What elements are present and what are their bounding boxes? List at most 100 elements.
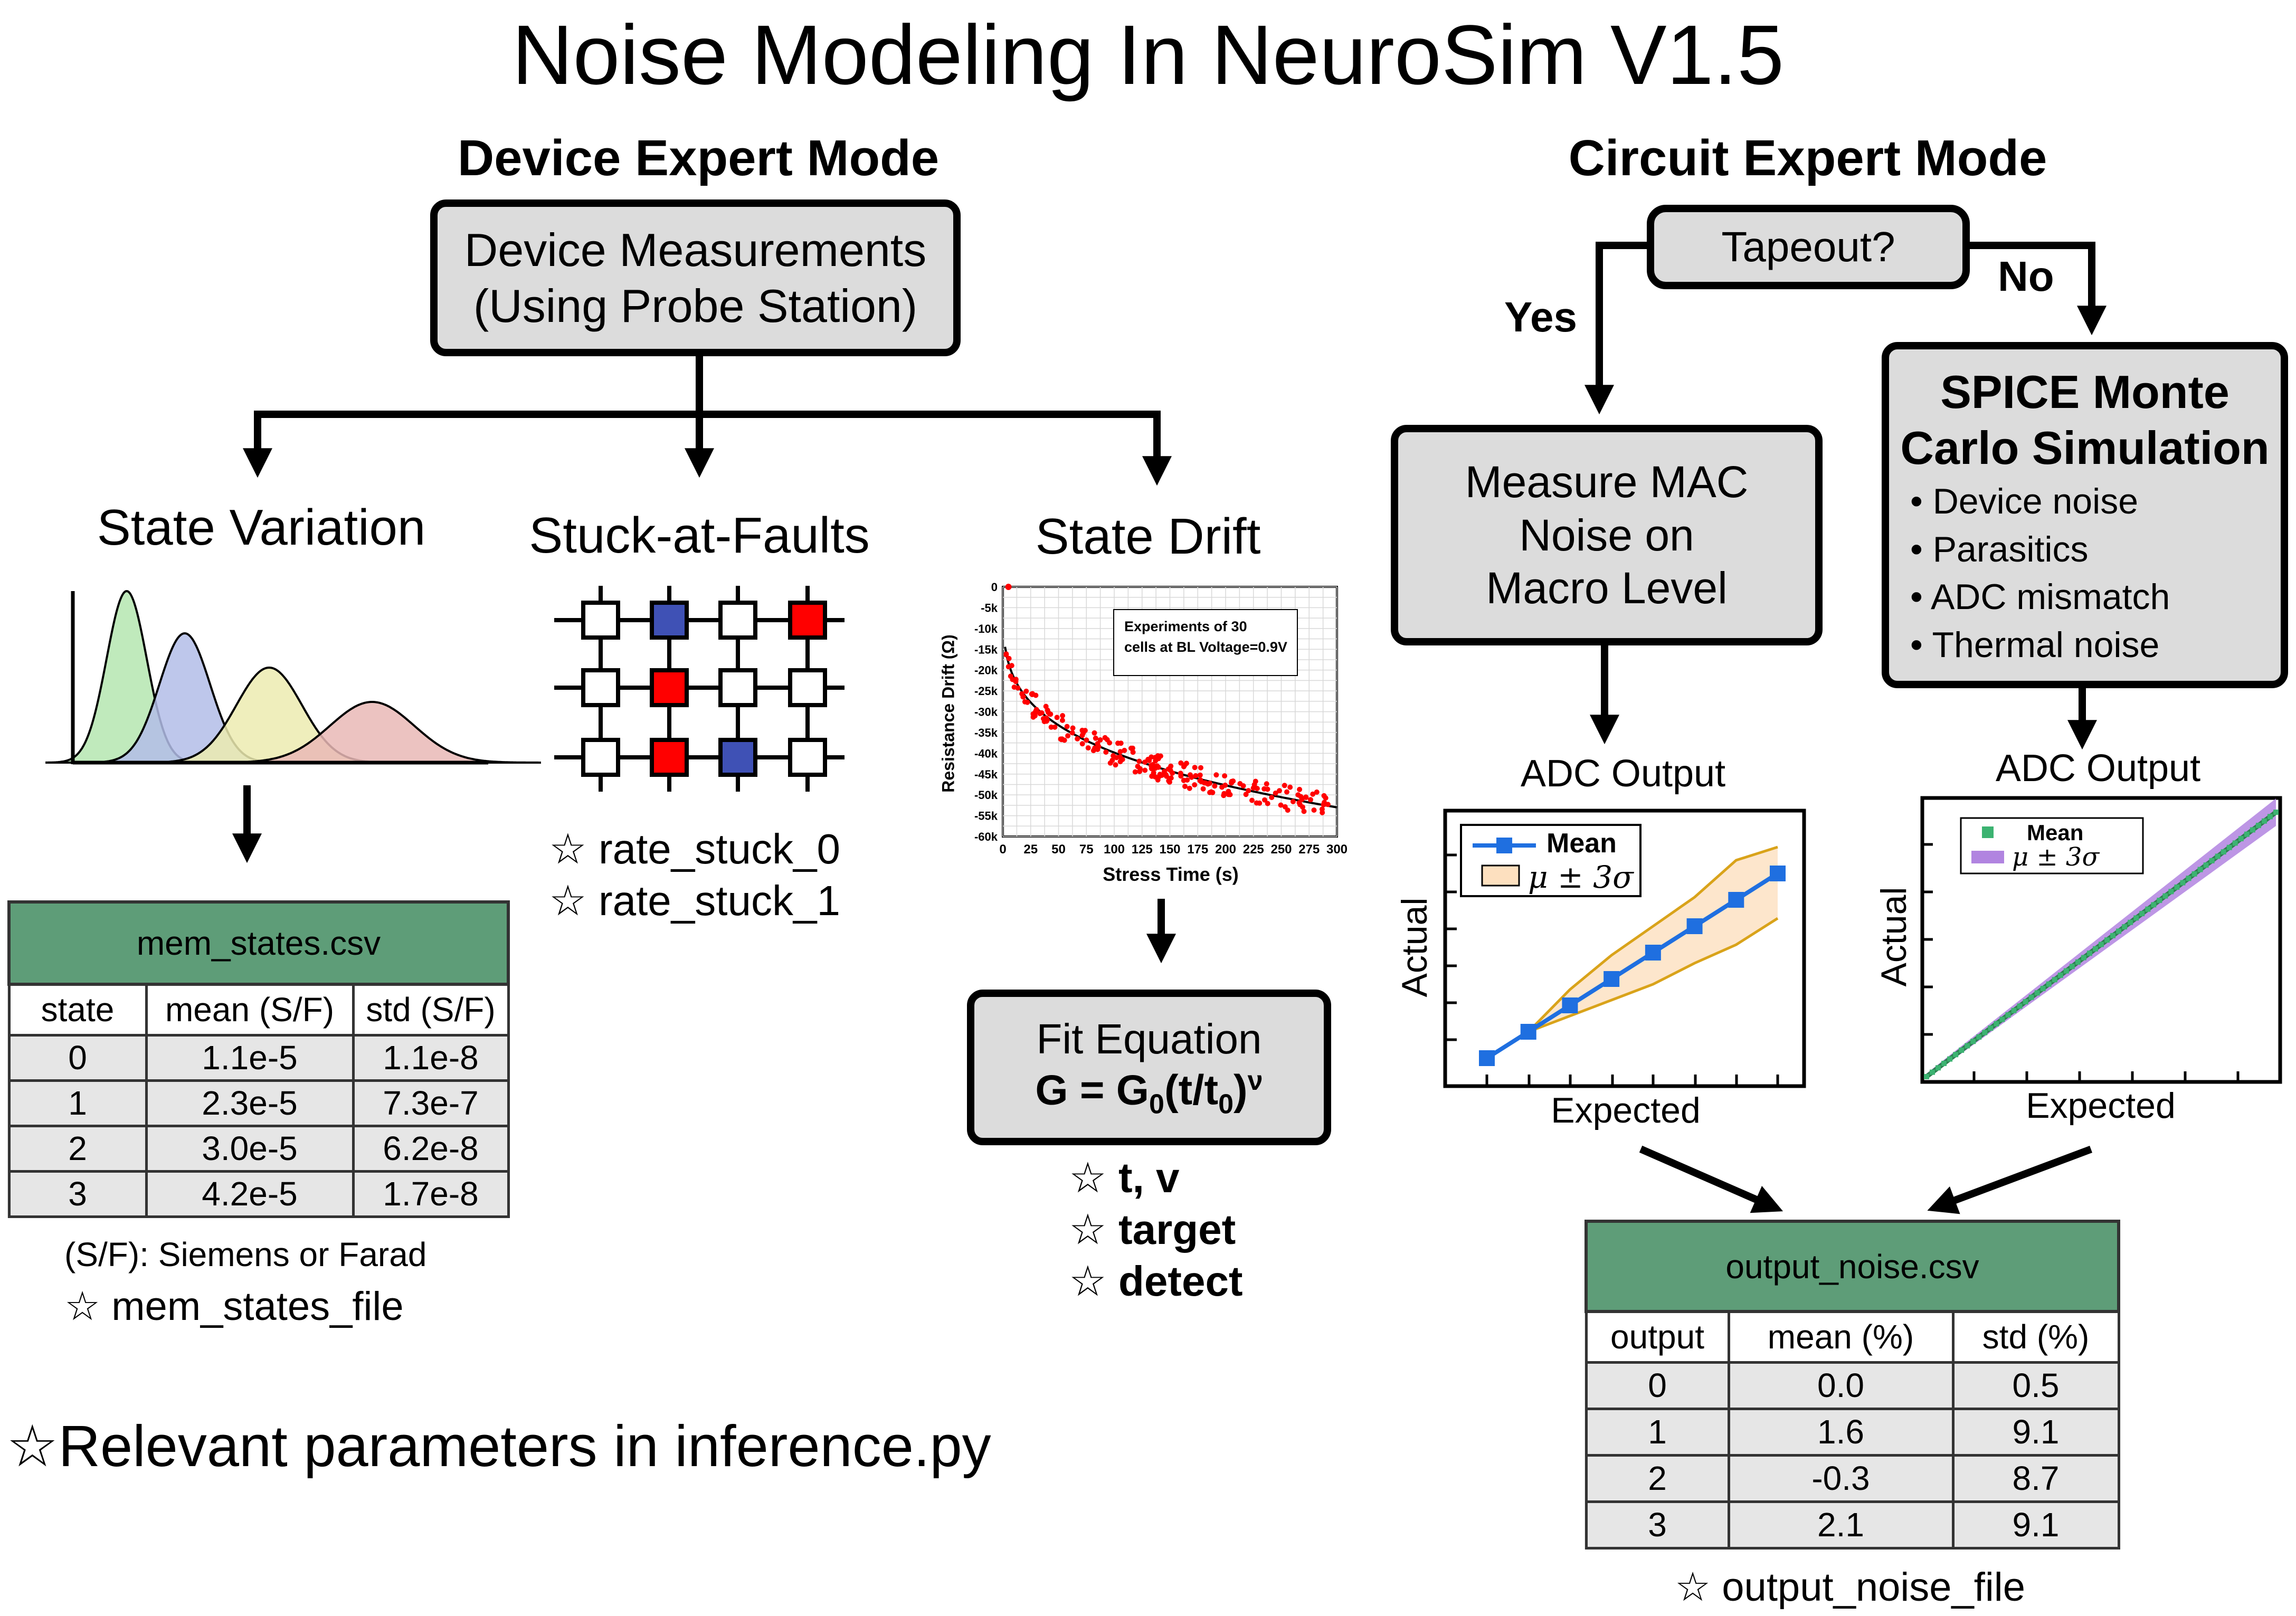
mean-marker	[1994, 1021, 1999, 1026]
data-point	[1198, 777, 1203, 783]
mean-marker	[2215, 853, 2221, 859]
device-mode-heading: Device Expert Mode	[457, 130, 940, 186]
fit-equation-formula: G = G0(t/t0)ν	[1035, 1065, 1263, 1120]
data-point	[1193, 773, 1199, 778]
data-point	[1297, 786, 1303, 792]
data-point	[1181, 777, 1187, 783]
device-measurements-line-1: Device Measurements	[464, 223, 927, 276]
table-cell: 2.1	[1727, 1500, 1955, 1550]
memory-cell	[581, 738, 620, 777]
table-cell: 9.1	[1951, 1407, 2120, 1457]
mean-marker	[1999, 1016, 2005, 1022]
table-cell: 8.7	[1951, 1453, 2120, 1503]
list-item: • Thermal noise	[1910, 624, 2160, 665]
data-point	[1059, 717, 1065, 723]
right-chart-xlabel: Expected	[2026, 1086, 2176, 1126]
data-point	[1052, 724, 1058, 730]
data-point	[1246, 788, 1251, 794]
fit-equation-box: Fit Equation G = G0(t/t0)ν	[967, 990, 1331, 1145]
left-legend-mean-label: Mean	[1547, 828, 1617, 859]
data-point	[1227, 792, 1233, 797]
table-cell: 2	[7, 1124, 148, 1173]
mean-marker	[2005, 1012, 2011, 1018]
table-cell: 7.3e-7	[352, 1079, 510, 1127]
data-point	[1198, 765, 1203, 771]
y-tick-label: 0	[991, 581, 998, 594]
mean-marker	[2273, 810, 2279, 815]
y-tick-label: -25k	[974, 685, 998, 698]
data-point	[1047, 711, 1052, 717]
output-noise-col-output: output	[1585, 1310, 1730, 1364]
data-point	[1118, 740, 1124, 746]
state-variation-title: State Variation	[97, 499, 426, 556]
tapeout-label: Tapeout?	[1721, 223, 1895, 270]
table-cell: 3.0e-5	[145, 1124, 355, 1173]
page-title: Noise Modeling In NeuroSim V1.5	[511, 7, 1785, 102]
x-tick-label: 150	[1159, 842, 1180, 857]
table-cell: -0.3	[1727, 1453, 1955, 1503]
data-point	[1192, 765, 1198, 771]
memory-cell	[581, 601, 620, 640]
tapeout-decision-box: Tapeout?	[1647, 205, 1970, 289]
arrow-left-to-csv	[1639, 1145, 1783, 1213]
data-point	[1311, 807, 1317, 813]
data-point	[1075, 736, 1080, 742]
data-point	[1310, 791, 1316, 797]
mean-marker	[2139, 911, 2145, 917]
data-point	[1030, 711, 1036, 717]
spice-monte-carlo-box: SPICE Monte Carlo Simulation • Device no…	[1882, 342, 2288, 688]
data-point	[1222, 773, 1228, 779]
drift-param-2: ☆ detect	[1069, 1258, 1243, 1305]
data-point	[1060, 713, 1066, 718]
data-point	[1314, 789, 1320, 795]
table-cell: 1	[7, 1079, 148, 1127]
mean-marker	[2086, 950, 2092, 956]
output-noise-param: ☆ output_noise_file	[1675, 1565, 2025, 1610]
spice-title-line-2: Carlo Simulation	[1900, 421, 2270, 474]
list-item: • ADC mismatch	[1910, 577, 2170, 617]
mean-marker	[2011, 1007, 2017, 1013]
sigma-band	[1487, 847, 1778, 1058]
y-tick-label: -35k	[974, 726, 998, 739]
data-point	[1192, 782, 1198, 788]
list-item: • Parasitics	[1910, 529, 2089, 569]
drift-annotation-line-2: cells at BL Voltage=0.9V	[1124, 639, 1287, 655]
data-point	[1003, 652, 1009, 658]
data-point	[1054, 715, 1060, 720]
mean-marker	[1924, 1074, 1929, 1079]
data-point	[1048, 724, 1054, 730]
mean-marker	[2122, 924, 2128, 930]
mean-marker	[1959, 1047, 1965, 1053]
mean-marker	[1988, 1025, 1994, 1031]
stuck-param-1: ☆ rate_stuck_1	[549, 877, 840, 924]
mean-marker	[2267, 814, 2273, 820]
data-point	[1298, 794, 1304, 800]
data-point	[1155, 756, 1161, 762]
data-point	[1287, 784, 1293, 790]
data-point	[1150, 762, 1155, 767]
measure-mac-box: Measure MAC Noise on Macro Level	[1391, 425, 1823, 645]
x-tick-label: 275	[1298, 842, 1320, 857]
y-tick-label: -60k	[974, 830, 998, 843]
data-point	[1157, 772, 1163, 777]
mean-marker	[1947, 1056, 1953, 1062]
data-point	[1308, 797, 1313, 803]
mean-marker	[1965, 1043, 1970, 1049]
x-tick-label: 225	[1243, 842, 1264, 857]
table-cell: 1.1e-8	[352, 1033, 510, 1082]
mean-marker	[2250, 827, 2255, 833]
mean-marker	[2110, 933, 2116, 938]
table-cell: 4.2e-5	[145, 1170, 355, 1218]
data-point	[1197, 772, 1203, 778]
left-chart-xlabel: Expected	[1551, 1090, 1701, 1130]
y-tick-label: -55k	[974, 810, 998, 823]
mean-marker	[2133, 915, 2139, 921]
x-tick-label: 25	[1023, 842, 1038, 857]
mem-states-col-state: state	[7, 983, 148, 1037]
data-point	[1212, 783, 1218, 789]
data-point	[1285, 807, 1291, 813]
data-point	[1229, 778, 1235, 784]
